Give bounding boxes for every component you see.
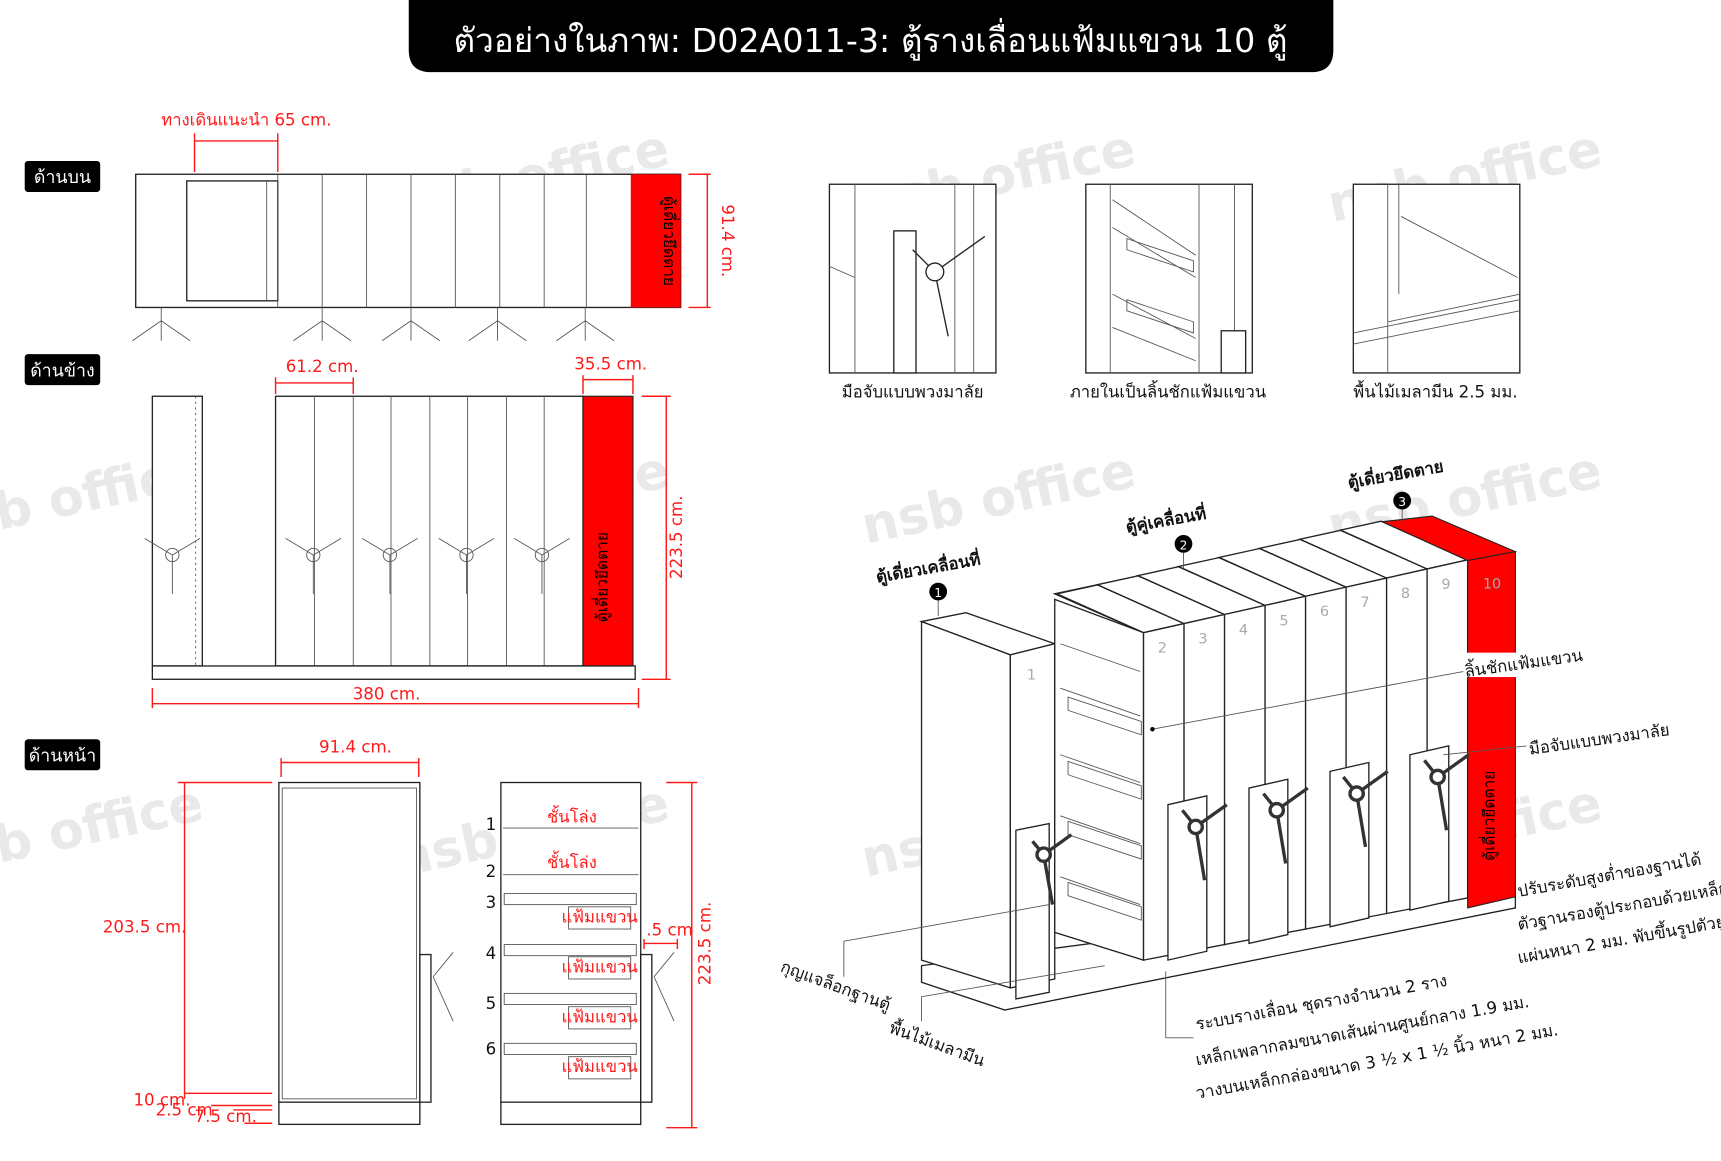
watermark: nsb office — [0, 774, 208, 889]
handle-icons — [132, 307, 615, 342]
group-badge: 2 — [1180, 538, 1188, 552]
cabinet-number: 3 — [1198, 632, 1207, 648]
fixed-cabinet-label: ตู้เดี่ยวยึดตาย — [659, 196, 680, 286]
rail-dimension: 7.5 cm. — [195, 1107, 257, 1126]
fixed-cabinet-top — [630, 174, 681, 308]
gap-dimension: .5 cm — [646, 921, 692, 940]
detail-caption: มือจับแบบพวงมาลัย — [842, 382, 984, 401]
group-badge: 3 — [1398, 495, 1406, 509]
cabinet-number: 6 — [1320, 604, 1329, 620]
body-height-dimension: 203.5 cm. — [103, 917, 187, 936]
lock-callout: กุญแจล็อกฐานตู้ — [778, 956, 894, 1015]
total-height-dimension: 223.5 cm. — [696, 902, 715, 986]
shelf-number: 1 — [486, 815, 497, 834]
cabinet-number: 10 — [1483, 576, 1501, 592]
detail-drawer: ภายในเป็นลิ้นชักแฟ้มแขวน — [1070, 183, 1266, 401]
height-dimension: 223.5 cm. — [667, 495, 686, 579]
total-length-dimension: 380 cm. — [353, 684, 421, 703]
handle-icons — [144, 537, 570, 594]
plinth-dimension: 10 cm. — [133, 1091, 190, 1110]
fixed-width-dimension: 35.5 cm. — [574, 355, 647, 374]
cabinet-number: 9 — [1441, 577, 1450, 593]
cabinet-number: 5 — [1279, 613, 1288, 629]
top-view: ตู้เดี่ยวยึดตาย ทางเดินแนะนำ 65 cm. 91.4… — [132, 110, 737, 342]
detail-floor: พื้นไม้เมลามีน 2.5 มม. — [1352, 183, 1521, 401]
callout-gap — [1465, 652, 1519, 678]
cabinet-number: 1 — [1027, 667, 1036, 683]
hanging-file-label: แฟ้มแขวน — [562, 1007, 638, 1026]
front-view: 91.4 cm. 203.5 cm. 10 cm. 2.5 cm. 7.5 cm… — [103, 738, 715, 1129]
page-title: ตัวอย่างในภาพ: D02A011-3: ตู้รางเลื่อนแฟ… — [453, 18, 1287, 61]
view-label-box — [24, 160, 101, 193]
fixed-cabinet-label: ตู้เดี่ยวยึดตาย — [591, 532, 612, 622]
view-label-top: ด้านบน — [34, 168, 91, 188]
hanging-file-label: แฟ้มแขวน — [562, 907, 638, 926]
shelf-number: 6 — [486, 1039, 497, 1058]
fixed-cabinet-label: ตู้เดี่ยวยึดตาย — [1478, 771, 1499, 861]
shelf-number: 3 — [486, 893, 497, 912]
title-bar — [408, 0, 1334, 73]
front-width-dimension: 91.4 cm. — [319, 738, 392, 757]
open-shelf-label: ชั้นโล่ง — [547, 850, 597, 872]
view-label-side: ด้านข้าง — [30, 361, 94, 381]
floor-dimension: 2.5 cm. — [156, 1100, 218, 1119]
watermark: nsb office — [856, 441, 1140, 556]
shelf-number: 4 — [486, 944, 497, 963]
group-label: ตู้เดี่ยวเคลื่อนที่ — [874, 547, 982, 589]
shelf-number: 2 — [486, 862, 497, 881]
cabinet-number: 4 — [1239, 622, 1248, 638]
unit-width-dimension: 61.2 cm. — [286, 357, 359, 376]
side-view: ตู้เดี่ยวยึดตาย 61.2 cm. 35.5 cm. 223.5 … — [144, 355, 686, 709]
view-label-box — [24, 354, 101, 386]
floor-callout: พื้นไม้เมลามีน — [887, 1015, 989, 1070]
shelf-number: 5 — [486, 994, 497, 1013]
cabinet-number: 2 — [1158, 641, 1167, 657]
group-label: ตู้คู่เคลื่อนที่ — [1124, 501, 1208, 539]
cabinet-number: 7 — [1360, 595, 1369, 611]
cabinet-number: 8 — [1401, 586, 1410, 602]
depth-dimension: 91.4 cm. — [718, 204, 737, 277]
detail-caption: พื้นไม้เมลามีน 2.5 มม. — [1353, 379, 1517, 401]
hanging-file-label: แฟ้มแขวน — [562, 957, 638, 976]
walkway-dimension: ทางเดินแนะนำ 65 cm. — [161, 110, 331, 129]
shelves — [503, 827, 639, 1080]
view-label-front: ด้านหน้า — [29, 746, 96, 766]
handle-icons — [1015, 745, 1470, 1000]
detail-caption: ภายในเป็นลิ้นชักแฟ้มแขวน — [1070, 379, 1266, 401]
handle-callout: มือจับแบบพวงมาลัย — [1528, 720, 1671, 759]
hanging-file-label: แฟ้มแขวน — [562, 1057, 638, 1076]
group-badge: 1 — [934, 586, 942, 600]
view-label-box — [24, 739, 101, 771]
detail-handle: มือจับแบบพวงมาลัย — [828, 183, 997, 401]
open-shelf-label: ชั้นโล่ง — [547, 804, 597, 826]
